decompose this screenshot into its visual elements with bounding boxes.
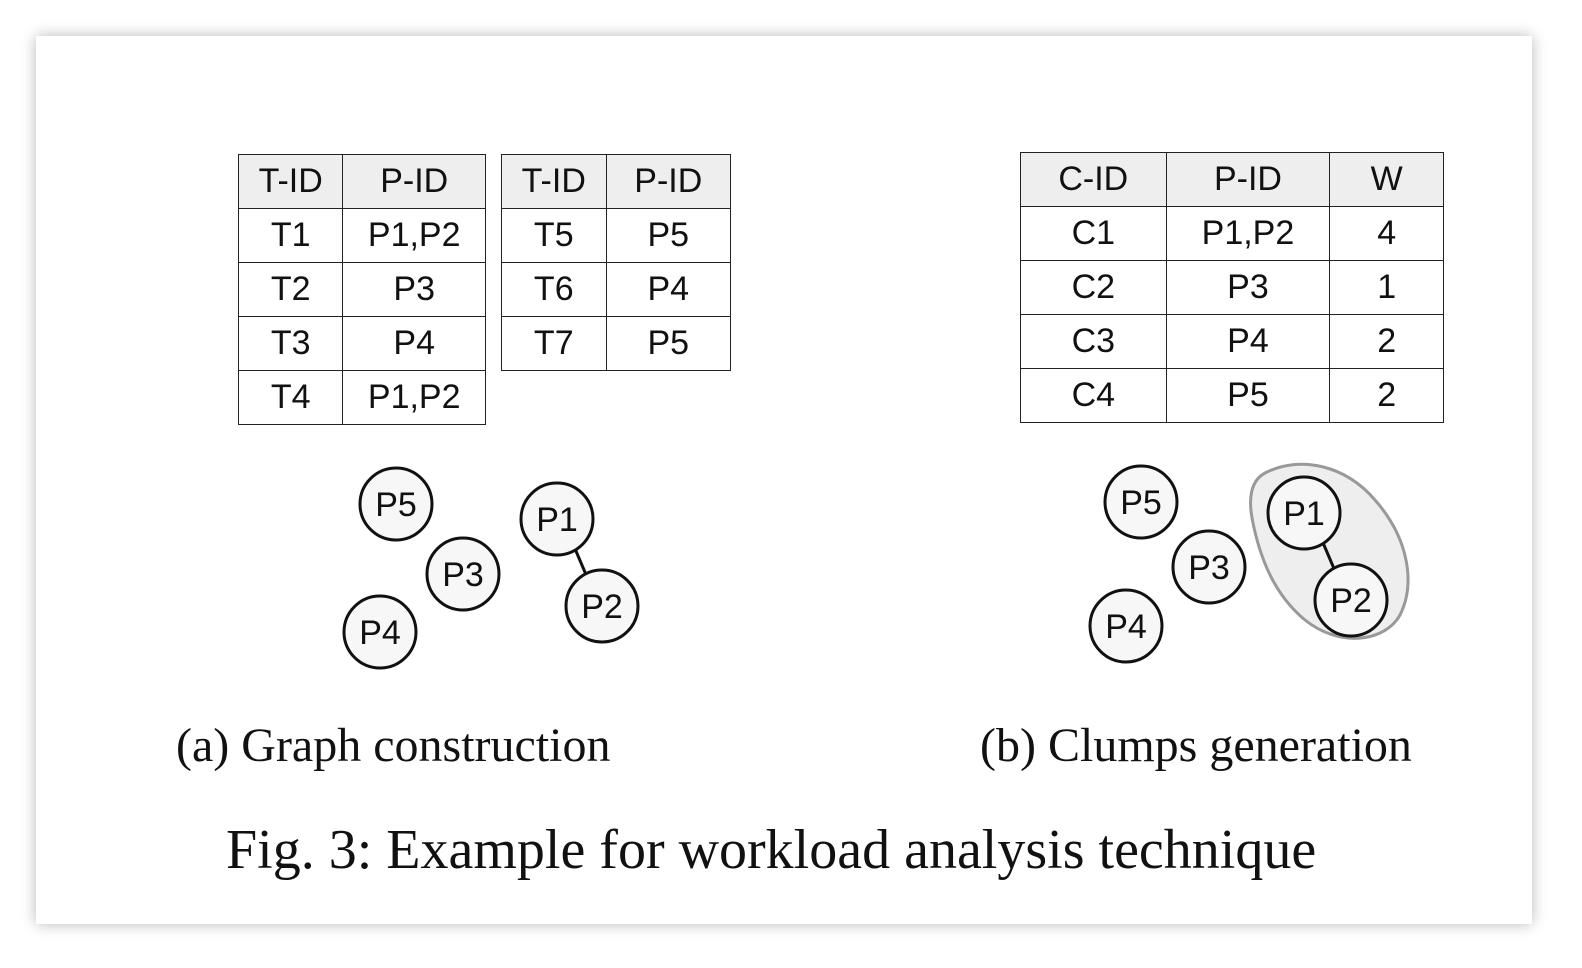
header-cid: C-ID	[1020, 152, 1167, 207]
node-p3: P3	[1171, 529, 1247, 605]
subcaption-a: (a) Graph construction	[176, 719, 611, 772]
cell-weight: 1	[1329, 260, 1444, 315]
table-row: T4 P1,P2	[237, 370, 486, 425]
cell-pid: P1,P2	[342, 370, 486, 425]
table-header-row: T-ID P-ID	[501, 154, 732, 209]
figure-caption: Fig. 3: Example for workload analysis te…	[226, 819, 1317, 881]
cell-pid: P5	[1165, 368, 1331, 423]
table-row: T3 P4	[237, 316, 486, 371]
cell-cid: C4	[1020, 368, 1167, 423]
table-row: T5 P5	[501, 208, 732, 263]
header-tid: T-ID	[501, 154, 607, 209]
header-pid: P-ID	[1165, 152, 1331, 207]
node-label: P1	[536, 501, 578, 539]
cell-tid: T3	[237, 316, 344, 371]
node-p2: P2	[1313, 562, 1389, 638]
node-label: P2	[1330, 582, 1372, 620]
node-label: P2	[581, 588, 623, 626]
header-pid: P-ID	[605, 154, 732, 209]
node-p5: P5	[1103, 464, 1179, 540]
table-row: C4 P5 2	[1020, 368, 1444, 423]
node-p1: P1	[519, 481, 595, 557]
header-tid: T-ID	[237, 154, 344, 209]
cell-cid: C1	[1020, 206, 1167, 261]
cell-tid: T7	[501, 316, 607, 371]
cell-weight: 2	[1329, 368, 1444, 423]
clump-table: C-ID P-ID W C1 P1,P2 4 C2 P3 1 C3 P4 2 C…	[1020, 152, 1444, 423]
node-p3: P3	[425, 536, 501, 612]
cell-pid: P4	[605, 262, 732, 317]
cell-pid: P3	[342, 262, 486, 317]
node-label: P5	[1120, 484, 1162, 522]
cell-pid: P1,P2	[1165, 206, 1331, 261]
table-row: T2 P3	[237, 262, 486, 317]
cell-pid: P5	[605, 208, 732, 263]
cell-pid: P5	[605, 316, 732, 371]
node-p4: P4	[342, 594, 418, 670]
node-label: P5	[375, 486, 417, 524]
node-p5: P5	[358, 466, 434, 542]
subcaption-b: (b) Clumps generation	[980, 719, 1412, 772]
table-header-row: C-ID P-ID W	[1020, 152, 1444, 207]
node-label: P3	[1188, 549, 1230, 587]
cell-tid: T2	[237, 262, 344, 317]
table-row: T7 P5	[501, 316, 732, 371]
table-row: C3 P4 2	[1020, 314, 1444, 369]
node-p4: P4	[1088, 588, 1164, 664]
node-label: P3	[442, 556, 484, 594]
table-row: T6 P4	[501, 262, 732, 317]
cell-weight: 2	[1329, 314, 1444, 369]
node-label: P4	[359, 614, 401, 652]
table-row: C1 P1,P2 4	[1020, 206, 1444, 261]
header-pid: P-ID	[342, 154, 486, 209]
cell-pid: P3	[1165, 260, 1331, 315]
header-weight: W	[1329, 152, 1444, 207]
node-label: P1	[1283, 495, 1325, 533]
cell-cid: C3	[1020, 314, 1167, 369]
cell-weight: 4	[1329, 206, 1444, 261]
transaction-table-2: T-ID P-ID T5 P5 T6 P4 T7 P5	[501, 154, 732, 371]
cell-tid: T6	[501, 262, 607, 317]
transaction-table-1: T-ID P-ID T1 P1,P2 T2 P3 T3 P4 T4 P1,P2	[237, 154, 486, 425]
cell-tid: T4	[237, 370, 344, 425]
table-row: C2 P3 1	[1020, 260, 1444, 315]
node-p2: P2	[564, 568, 640, 644]
cell-pid: P4	[1165, 314, 1331, 369]
node-p1: P1	[1266, 475, 1342, 551]
node-label: P4	[1105, 608, 1147, 646]
cell-pid: P1,P2	[342, 208, 486, 263]
table-header-row: T-ID P-ID	[237, 154, 486, 209]
cell-tid: T5	[501, 208, 607, 263]
cell-cid: C2	[1020, 260, 1167, 315]
